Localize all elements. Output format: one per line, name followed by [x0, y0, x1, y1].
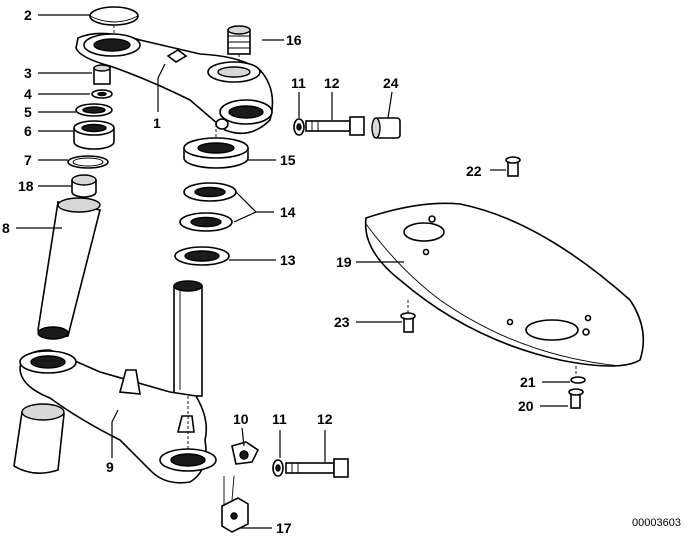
part-24-cap-nut [371, 117, 401, 139]
part-11-washer-top [293, 118, 305, 136]
callout-16: 16 [286, 32, 302, 48]
callout-2: 2 [24, 7, 32, 23]
callout-12-top: 12 [324, 75, 340, 91]
callout-7: 7 [24, 152, 32, 168]
callout-19: 19 [336, 254, 352, 270]
part-2-cap [89, 6, 139, 26]
callout-15: 15 [280, 152, 296, 168]
part-14-bearing-upper [183, 182, 237, 202]
callout-10: 10 [233, 411, 249, 427]
part-7-ring [67, 155, 109, 169]
callout-9: 9 [106, 459, 114, 475]
part-10-lock-plate [231, 441, 260, 465]
leader-lines [16, 14, 570, 529]
part-3-nut [93, 64, 111, 85]
part-9-lower-fork-bridge [19, 349, 217, 484]
part-16-plug [227, 25, 251, 55]
callout-21: 21 [520, 374, 536, 390]
callout-23: 23 [334, 314, 350, 330]
part-1-upper-fork-bridge [75, 32, 274, 135]
callout-20: 20 [518, 398, 534, 414]
part-6-bearing [73, 120, 115, 150]
part-14-bearing-lower [179, 212, 233, 232]
part-12-bolt-bottom [285, 458, 349, 478]
lower-fork-slider [13, 403, 65, 474]
part-22-screw [505, 156, 521, 177]
part-11-washer-bottom [272, 459, 284, 477]
part-21-washer [570, 376, 586, 384]
part-12-bolt-top [305, 116, 365, 136]
part-5-ring [75, 103, 113, 117]
steering-stem [173, 280, 203, 397]
callout-1: 1 [153, 115, 161, 131]
callout-11-bottom: 11 [272, 411, 287, 427]
callout-17: 17 [276, 520, 292, 536]
part-17-bracket [221, 497, 249, 533]
drawing-number: 00003603 [632, 517, 681, 529]
callout-6: 6 [24, 123, 32, 139]
callout-13: 13 [280, 252, 296, 268]
callout-8: 8 [2, 220, 10, 236]
callout-3: 3 [24, 65, 32, 81]
part-4-washer [91, 89, 113, 99]
callout-12-bottom: 12 [317, 411, 333, 427]
callout-24: 24 [383, 75, 399, 91]
callout-22: 22 [466, 163, 482, 179]
callout-4: 4 [24, 86, 32, 102]
assembly-guide-lines [113, 25, 577, 506]
callout-5: 5 [24, 104, 32, 120]
part-15-bearing-race [183, 137, 249, 169]
callout-labels: 2 3 4 5 6 7 18 8 1 16 11 12 24 15 14 13 … [2, 7, 681, 536]
part-23-screw [400, 312, 416, 333]
part-20-screw [568, 388, 584, 409]
part-19-cover-plate [364, 202, 645, 367]
part-13-seal [174, 246, 230, 266]
part-18-sleeve [71, 174, 97, 198]
callout-11-top: 11 [291, 75, 306, 91]
callout-18: 18 [18, 178, 34, 194]
callout-14: 14 [280, 204, 296, 220]
part-8-fork-tube [37, 197, 101, 340]
